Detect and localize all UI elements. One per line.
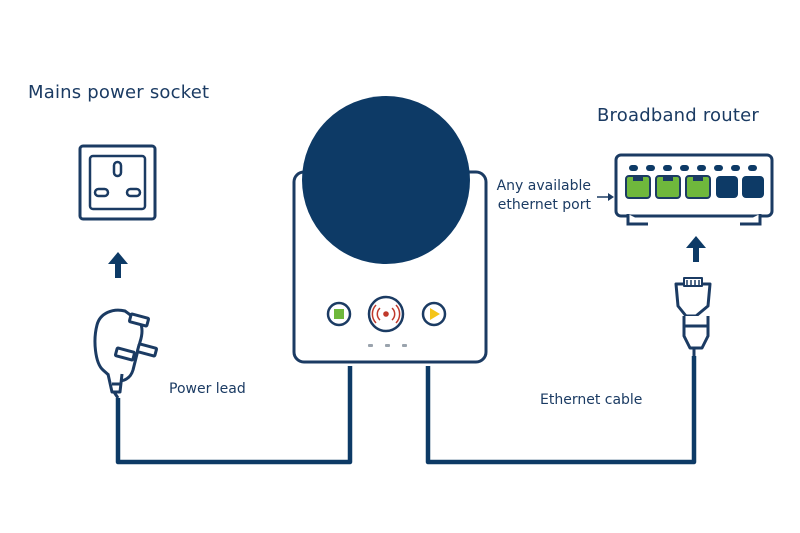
power-cable	[115, 366, 353, 465]
socket-icon	[78, 144, 157, 221]
ethernet-cable	[425, 356, 697, 465]
arrow-up-icon	[686, 236, 706, 262]
port-label-line2: ethernet port	[497, 197, 591, 213]
indicator-dots	[368, 344, 407, 347]
router-icon	[614, 153, 774, 226]
ethernet-port-available[interactable]	[685, 175, 711, 199]
arrow-right-icon	[597, 193, 614, 201]
ethernet-cable-label: Ethernet cable	[540, 392, 643, 408]
stop-button[interactable]	[326, 301, 352, 327]
power-lead-label: Power lead	[169, 381, 246, 397]
ethernet-port-available[interactable]	[625, 175, 651, 199]
arrow-up-icon	[108, 252, 128, 278]
port-label-line1: Any available	[496, 178, 591, 194]
router-title: Broadband router	[597, 105, 759, 126]
router-lights	[629, 165, 757, 171]
center-button[interactable]	[367, 295, 405, 333]
ethernet-plug-icon	[674, 277, 712, 356]
play-button[interactable]	[421, 301, 447, 327]
plug-icon	[93, 308, 159, 399]
socket-title: Mains power socket	[28, 82, 210, 103]
ethernet-port-used	[716, 176, 764, 198]
hub-device	[292, 96, 488, 364]
ethernet-port-available[interactable]	[655, 175, 681, 199]
